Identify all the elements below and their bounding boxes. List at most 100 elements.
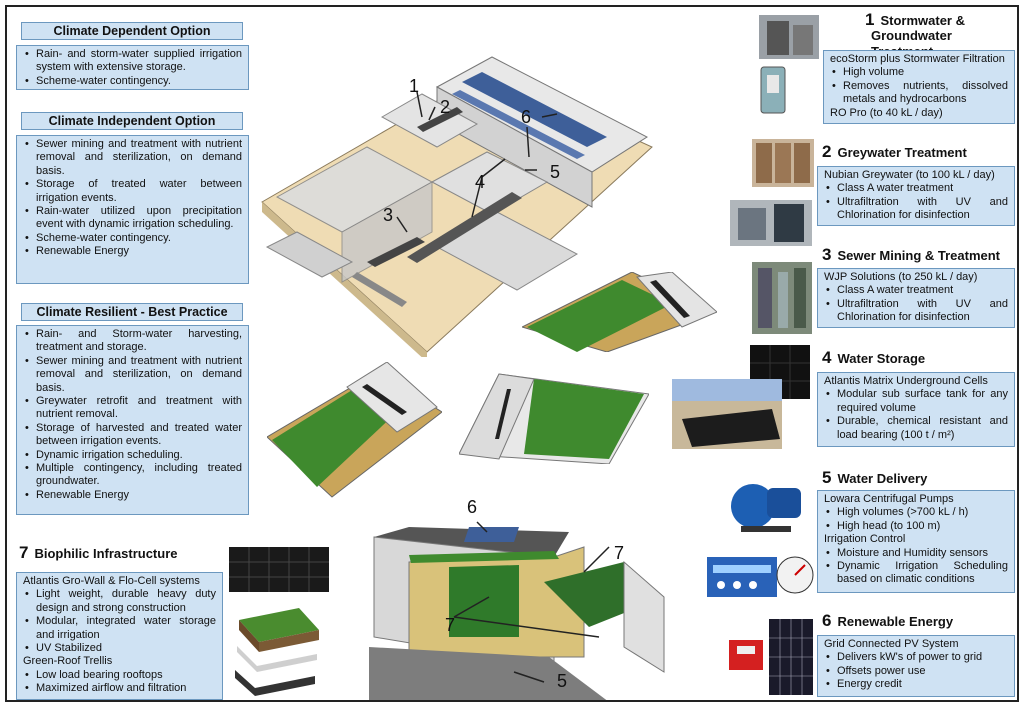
greywater-unit-photo — [730, 200, 812, 246]
biophilic-line-heading: Green-Roof Trellis — [23, 655, 113, 668]
section-2-line-bullet: Class A water treatment — [826, 182, 1008, 196]
pv-panel-photo — [769, 619, 813, 695]
section-1-number: 1 — [865, 10, 875, 29]
climate-resilient-item: Greywater retrofit and treatment with nu… — [25, 395, 242, 422]
biophilic-list: Atlantis Gro-Wall & Flo-Cell systemsLigh… — [23, 575, 216, 696]
bio-green-wall — [449, 565, 519, 637]
section-2-title-text: Greywater Treatment — [837, 145, 967, 160]
biophilic-line-heading: Atlantis Gro-Wall & Flo-Cell systems — [23, 575, 200, 587]
section-1-panel: ecoStorm plus Stormwater FiltrationHigh … — [823, 50, 1015, 124]
variant-c-green — [524, 379, 644, 459]
sewer-mining-plant-photo — [752, 262, 812, 334]
section-2-line-heading: Nubian Greywater (to 100 kL / day) — [824, 169, 995, 181]
section-1-line-bullet: High volume — [832, 66, 1008, 80]
callout-1: 1 — [409, 76, 420, 96]
variant-a-green — [527, 280, 672, 352]
bio-courtyard — [369, 647, 607, 700]
climate-resilient-item: Renewable Energy — [25, 489, 242, 503]
section-5-line-bullet: High head (to 100 m) — [826, 520, 1008, 534]
climate-resilient-header: Climate Resilient - Best Practice — [21, 303, 243, 321]
green-roof-variant-a — [522, 272, 717, 352]
flo-cell-photo — [229, 547, 329, 592]
variant-c-solar — [495, 389, 511, 439]
section-6-line-bullet: Delivers kW's of power to grid — [826, 651, 1008, 665]
callout-6: 6 — [521, 107, 532, 127]
climate-resilient-item: Dynamic irrigation scheduling. — [25, 449, 242, 463]
climate-independent-item: Scheme-water contingency. — [25, 232, 242, 246]
callout-bottom-6: 6 — [467, 497, 478, 517]
irrigation-controller-photo — [707, 557, 777, 597]
section-1-title-line1: Stormwater & — [880, 13, 965, 28]
inverter-photo — [729, 640, 763, 670]
moisture-sensor-photo — [776, 556, 814, 594]
section-6-title-text: Renewable Energy — [837, 614, 954, 629]
biophilic-title-text: Biophilic Infrastructure — [34, 546, 178, 561]
climate-independent-item: Sewer mining and treatment with nutrient… — [25, 138, 242, 178]
section-5-title-text: Water Delivery — [837, 471, 928, 486]
climate-independent-header: Climate Independent Option — [21, 112, 243, 130]
section-2-list: Nubian Greywater (to 100 kL / day)Class … — [824, 169, 1008, 223]
callout-5: 5 — [550, 162, 561, 182]
section-5-line-bullet: High volumes (>700 kL / h) — [826, 506, 1008, 520]
climate-dependent-item: Rain- and storm-water supplied irrigatio… — [25, 48, 242, 75]
stormwater-filter-photo — [759, 15, 819, 59]
variant-b-green — [272, 387, 397, 487]
section-5-line-heading: Irrigation Control — [824, 533, 906, 546]
biophilic-line-bullet: UV Stabilized — [25, 642, 216, 656]
climate-dependent-item: Scheme-water contingency. — [25, 75, 242, 89]
inner-room-5 — [265, 231, 354, 278]
infographic-canvas: Climate Dependent Option Rain- and storm… — [5, 5, 1019, 702]
section-5-panel: Lowara Centrifugal PumpsHigh volumes (>7… — [817, 490, 1015, 593]
solar-strip-2 — [452, 90, 585, 159]
climate-resilient-item: Rain- and Storm-water harvesting, treatm… — [25, 328, 242, 355]
climate-dependent-panel: Rain- and storm-water supplied irrigatio… — [16, 45, 249, 90]
callout-4: 4 — [475, 172, 486, 192]
biophilic-number: 7 — [19, 543, 29, 562]
callout-bottom-5: 5 — [557, 671, 568, 691]
section-6-line-bullet: Offsets power use — [826, 665, 1008, 679]
service-channel-4 — [352, 272, 407, 307]
section-2-number: 2 — [822, 142, 832, 161]
greywater-tanks-photo — [752, 139, 814, 187]
section-6-line-heading: Grid Connected PV System — [824, 638, 959, 650]
section-4-number: 4 — [822, 348, 832, 367]
section-4-line-bullet: Durable, chemical resistant and load bea… — [826, 415, 1008, 442]
climate-dependent-header: Climate Dependent Option — [21, 22, 243, 40]
section-4-line-bullet: Modular sub surface tank for any require… — [826, 388, 1008, 415]
section-5-line-heading: Lowara Centrifugal Pumps — [824, 493, 954, 505]
underground-tank-photo — [672, 379, 782, 449]
inner-room-2 — [380, 93, 479, 148]
climate-independent-item: Renewable Energy — [25, 245, 242, 259]
section-2-line-bullet: Ultrafiltration with UV and Chlorination… — [826, 196, 1008, 223]
section-5-line-bullet: Dynamic Irrigation Scheduling based on c… — [826, 560, 1008, 587]
climate-independent-item: Storage of treated water between irrigat… — [25, 178, 242, 205]
section-4-panel: Atlantis Matrix Underground CellsModular… — [817, 372, 1015, 447]
climate-independent-list: Sewer mining and treatment with nutrient… — [23, 138, 242, 259]
callout-bottom-7b: 7 — [445, 615, 456, 635]
climate-dependent-list: Rain- and storm-water supplied irrigatio… — [23, 48, 242, 89]
section-3-line-bullet: Ultrafiltration with UV and Chlorination… — [826, 298, 1008, 325]
biophilic-line-bullet: Light weight, durable heavy duty design … — [25, 588, 216, 615]
climate-resilient-list: Rain- and Storm-water harvesting, treatm… — [23, 328, 242, 503]
section-2-panel: Nubian Greywater (to 100 kL / day)Class … — [817, 166, 1015, 226]
biophilic-building-illustration — [369, 521, 665, 700]
section-5-list: Lowara Centrifugal PumpsHigh volumes (>7… — [824, 493, 1008, 587]
bio-roof-garden — [409, 551, 559, 563]
section-4-line-heading: Atlantis Matrix Underground Cells — [824, 375, 988, 387]
green-roof-variant-b — [267, 362, 442, 498]
ro-pro-photo — [760, 66, 786, 114]
biophilic-line-bullet: Low load bearing rooftops — [25, 669, 216, 683]
section-3-number: 3 — [822, 245, 832, 264]
bio-side-wall — [623, 560, 665, 673]
climate-resilient-item: Sewer mining and treatment with nutrient… — [25, 355, 242, 395]
callout-3: 3 — [383, 205, 394, 225]
biophilic-line-bullet: Modular, integrated water storage and ir… — [25, 615, 216, 642]
climate-resilient-item: Multiple contingency, including treated … — [25, 462, 242, 489]
variant-b-hangar — [346, 362, 438, 433]
section-1-line-heading: RO Pro (to 40 kL / day) — [830, 106, 943, 119]
section-6-number: 6 — [822, 611, 832, 630]
main-building-illustration — [261, 56, 653, 357]
